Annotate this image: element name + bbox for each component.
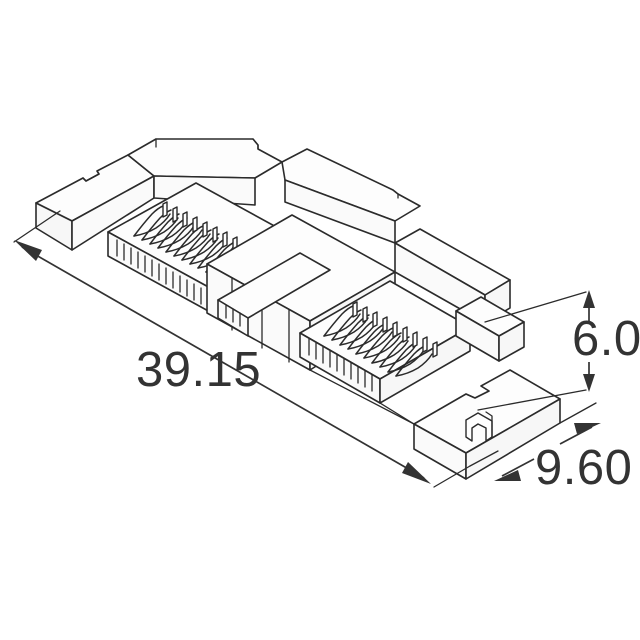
dimension-height-6-0 <box>477 290 595 411</box>
lower-front-rail <box>217 252 331 337</box>
contact-array-lower <box>299 280 471 404</box>
right-end-latch-block <box>413 369 561 480</box>
dimension-label-length: 39.15 <box>136 343 262 397</box>
right-housing-step-block <box>394 228 525 362</box>
dimension-width-9-60 <box>469 402 601 481</box>
dimension-label-width: 9.60 <box>535 441 633 495</box>
lower-long-rail <box>309 369 415 425</box>
dimension-length-39-15 <box>13 210 471 488</box>
left-end-latch-block <box>35 154 155 251</box>
upper-housing-back-wall-right <box>281 148 421 244</box>
dimension-label-height: 6.0 <box>572 312 640 366</box>
